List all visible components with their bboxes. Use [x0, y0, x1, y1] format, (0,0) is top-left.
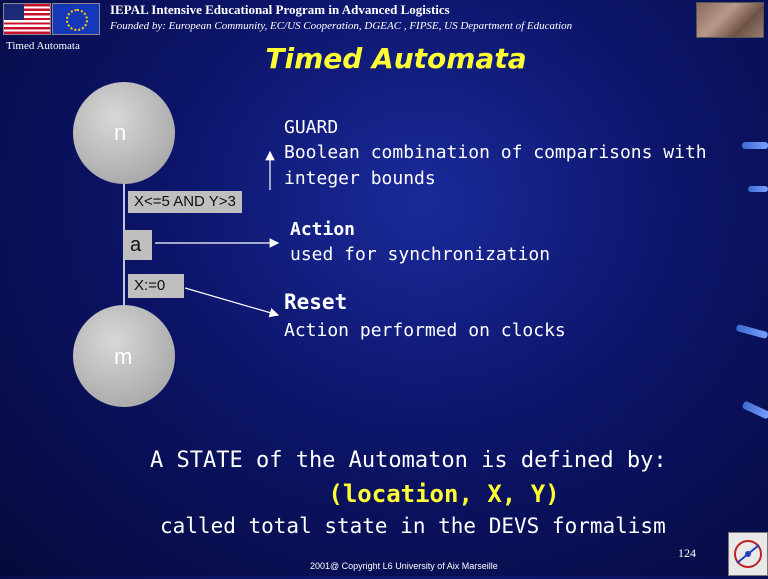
founders-line: Founded by: European Community, EC/US Co… [110, 20, 573, 32]
usa-flag-icon [3, 3, 51, 35]
reset-title: Reset [284, 290, 348, 314]
state-n-label: n [114, 120, 127, 145]
state-m-label: m [114, 344, 133, 369]
section-label: Timed Automata [6, 40, 80, 52]
city-photo [696, 2, 764, 38]
action-label: a [124, 230, 152, 260]
copyright-text: 2001@ Copyright L6 University of Aix Mar… [310, 561, 498, 571]
eu-flag-icon [52, 3, 100, 35]
reset-description: Action performed on clocks [284, 320, 566, 341]
program-title: IEPAL Intensive Educational Program in A… [110, 2, 450, 17]
action-description: used for synchronization [290, 244, 551, 265]
guard-title: GUARD [284, 117, 339, 138]
state-definition: A STATE of the Automaton is defined by: [150, 448, 667, 473]
state-n-node [73, 82, 175, 184]
state-tuple: (location, X, Y) [328, 480, 560, 508]
decor-dash [742, 142, 768, 149]
reset-label: X:=0 [128, 274, 184, 298]
total-state-note: called total state in the DEVS formalism [160, 514, 666, 538]
decor-dash [748, 186, 768, 192]
reset-arrow [184, 287, 280, 318]
action-title: Action [290, 219, 356, 240]
guard-description-2: integer bounds [284, 168, 436, 189]
state-m-node [73, 305, 175, 407]
guard-description: Boolean combination of comparisons with [284, 142, 707, 163]
guard-label: X<=5 AND Y>3 [128, 191, 242, 213]
university-logo-icon [728, 532, 768, 576]
slide-title: Timed Automata [265, 42, 527, 75]
page-number: 124 [678, 546, 696, 560]
